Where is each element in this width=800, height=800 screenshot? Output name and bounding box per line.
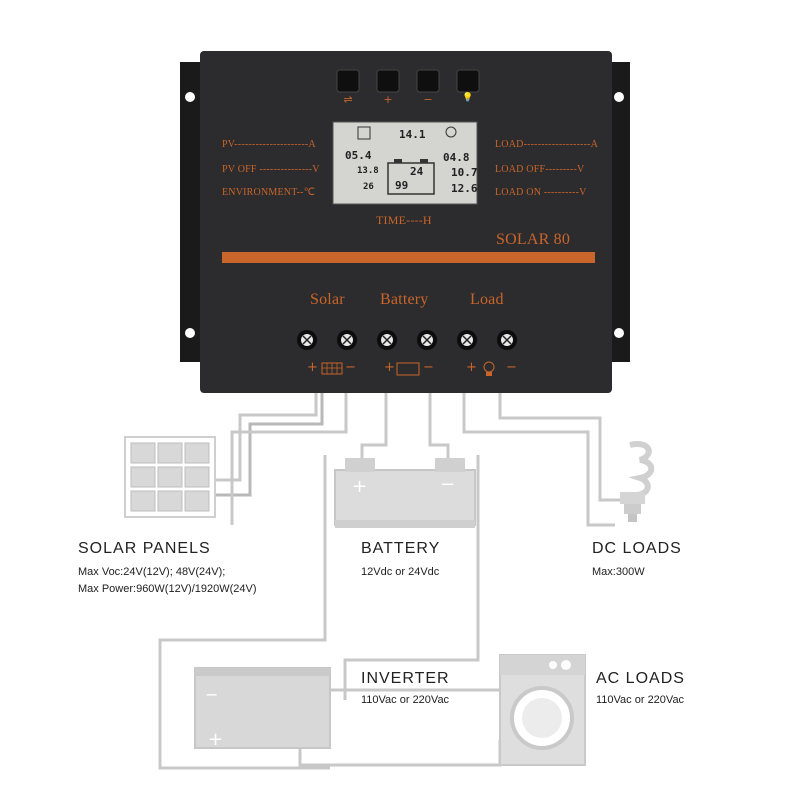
load-label: LOAD-------------------A <box>495 139 599 150</box>
lcd-battery-voltage: 24 <box>410 165 424 178</box>
screw-hole <box>185 328 195 338</box>
ac-loads-spec: 110Vac or 220Vac <box>596 694 685 706</box>
lcd-pv-current: 05.4 <box>345 149 372 162</box>
inverter-title: INVERTER <box>361 670 450 687</box>
inverter-spec: 110Vac or 220Vac <box>361 694 450 706</box>
lcd-load-off: 10.7 <box>451 166 478 179</box>
accent-stripe <box>222 252 595 263</box>
load-terminal-label: Load <box>470 291 504 308</box>
minus-glyph-icon: − <box>423 93 433 106</box>
controller-panel <box>200 51 612 393</box>
lcd-temperature: 26 <box>363 182 374 192</box>
light-button[interactable] <box>456 69 480 93</box>
time-label: TIME----H <box>376 213 432 227</box>
plus-button[interactable] <box>376 69 400 93</box>
wire-inverter-ac-c <box>158 740 330 770</box>
lcd-load-on: 12.6 <box>451 182 478 195</box>
solar-panels-title: SOLAR PANELS <box>78 540 211 557</box>
solar-panels-spec-2: Max Power:960W(12V)/1920W(24V) <box>78 583 257 595</box>
lcd-pv-off: 13.8 <box>357 166 379 176</box>
wire-load-negative <box>498 392 625 502</box>
dc-loads-spec: Max:300W <box>592 566 645 578</box>
solar-terminal-label: Solar <box>310 291 345 308</box>
minus-button[interactable] <box>416 69 440 93</box>
battery-icon <box>396 362 420 376</box>
pv-off-label: PV OFF ---------------V <box>222 164 320 175</box>
mode-glyph-icon: ⇌ <box>343 93 353 106</box>
wire-battery-negative <box>428 392 450 462</box>
dc-loads-title: DC LOADS <box>592 540 682 557</box>
lcd-battery-icon <box>387 162 435 195</box>
battery-title: BATTERY <box>361 540 441 557</box>
screw-hole <box>614 328 624 338</box>
right-bracket <box>608 62 630 362</box>
lcd-solar-icon <box>357 126 371 140</box>
battery-minus-sign: − <box>423 360 434 375</box>
plus-glyph-icon: + <box>383 93 393 106</box>
load-off-label: LOAD OFF---------V <box>495 164 585 175</box>
solar-minus-sign: − <box>345 360 356 375</box>
load-on-label: LOAD ON ----------V <box>495 187 587 198</box>
washing-machine-drawing <box>499 654 586 766</box>
environment-label: ENVIRONMENT--℃ <box>222 187 316 198</box>
svg-text:+: + <box>352 476 367 497</box>
ac-loads-title: AC LOADS <box>596 670 685 687</box>
wire-battery-inverter-a <box>158 455 327 740</box>
lcd-bulb-icon <box>445 126 457 138</box>
inverter-drawing: − + <box>194 667 331 750</box>
terminal-block <box>297 330 517 350</box>
wire-load-positive <box>462 392 615 527</box>
pv-label: PV---------------------A <box>222 139 316 150</box>
battery-terminal-label: Battery <box>380 291 429 308</box>
battery-drawing: + − <box>334 458 476 528</box>
wire-battery-inverter-b <box>343 455 480 700</box>
lcd-battery-percent: 99 <box>395 179 409 192</box>
wire-group <box>158 392 625 770</box>
lcd-load-current: 04.8 <box>443 151 470 164</box>
svg-text:+: + <box>208 729 223 750</box>
dc-bulb-drawing <box>620 441 655 522</box>
svg-text:−: − <box>205 685 218 704</box>
light-glyph-icon: 💡 <box>462 93 474 103</box>
load-plus-sign: + <box>466 360 477 375</box>
battery-plus-sign: + <box>384 360 395 375</box>
solar-panels-spec-1: Max Voc:24V(12V); 48V(24V); <box>78 566 226 578</box>
wire-solar-negative <box>230 392 348 525</box>
svg-text:−: − <box>440 474 455 495</box>
load-minus-sign: − <box>506 360 517 375</box>
screw-hole <box>185 92 195 102</box>
solar-panel-drawing <box>124 436 216 518</box>
screw-hole <box>614 92 624 102</box>
wire-battery-positive <box>360 392 388 462</box>
solar-plus-sign: + <box>307 360 318 375</box>
model-name: SOLAR 80 <box>496 231 571 248</box>
wire-solar-positive-inner <box>215 392 324 497</box>
battery-spec: 12Vdc or 24Vdc <box>361 566 440 578</box>
lcd-top-value: 14.1 <box>399 128 426 141</box>
mode-button[interactable] <box>336 69 360 93</box>
